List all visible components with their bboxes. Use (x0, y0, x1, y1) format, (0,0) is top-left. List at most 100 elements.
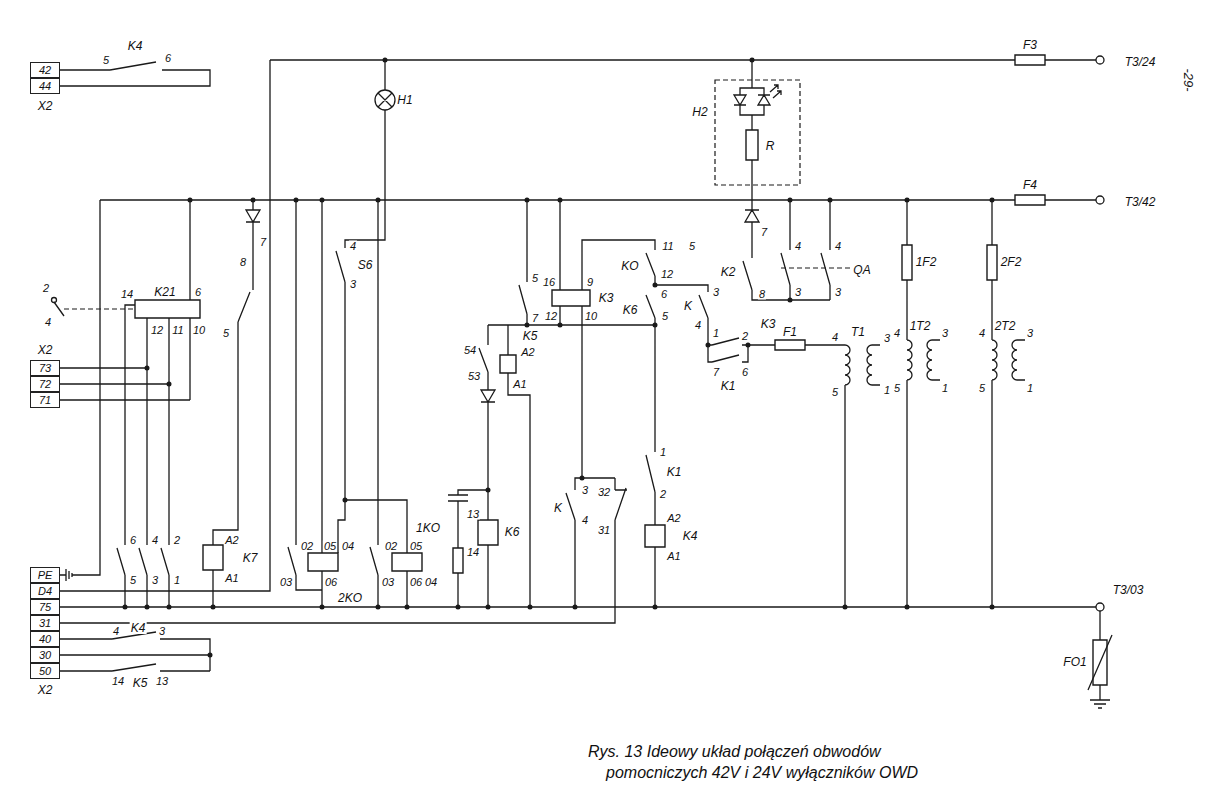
schematic-label: 1 (1026, 383, 1034, 394)
schematic-label: H1 (396, 94, 413, 106)
schematic-label: 5 (129, 575, 137, 586)
schematic-label: 4 (581, 515, 589, 526)
schematic-label: 03 (381, 577, 395, 588)
schematic-label: 1F2 (915, 256, 938, 268)
terminal-number: 30 (39, 650, 51, 661)
terminal-number: 42 (39, 65, 51, 76)
schematic-label: 4 (834, 241, 842, 252)
schematic-label: 6 (660, 289, 668, 300)
schematic-label: 10 (584, 311, 598, 322)
schematic-label: 5 (978, 383, 986, 394)
schematic-label: 7 (760, 227, 768, 238)
schematic-label: 8 (758, 289, 766, 300)
schematic-label: A2 (666, 513, 681, 524)
schematic-label: 1 (659, 447, 667, 458)
schematic-label: K5 (132, 677, 149, 689)
schematic-label: 2 (42, 283, 50, 294)
terminal-box: 30 (30, 647, 60, 663)
terminal-box: D4 (30, 583, 60, 599)
schematic-label: 1T2 (909, 320, 932, 332)
schematic-label: 03 (279, 577, 293, 588)
schematic-label: 5 (222, 328, 230, 339)
schematic-label: T1 (850, 326, 866, 338)
schematic-label: S6 (357, 259, 374, 271)
schematic-label: 3 (712, 287, 720, 298)
schematic-label: 5 (688, 241, 696, 252)
schematic-label: 1 (883, 385, 891, 396)
schematic-label: 04 (341, 541, 355, 552)
schematic-label: 13 (466, 509, 480, 520)
schematic-label: 05 (409, 541, 423, 552)
terminal-number: D4 (38, 586, 52, 597)
schematic-label: R (765, 140, 776, 152)
schematic-label: X2 (37, 684, 54, 696)
schematic-label: FO1 (1062, 656, 1087, 668)
terminal-number: 40 (39, 634, 51, 645)
circles (52, 56, 1105, 611)
schematic-label: 5 (831, 387, 839, 398)
component-boxes (135, 55, 1107, 685)
schematic-label: K5 (522, 330, 539, 342)
schematic-label: 14 (120, 289, 134, 300)
schematic-label: H2 (691, 106, 708, 118)
schematic-label: 6 (194, 287, 202, 298)
schematic-label: 8 (239, 257, 247, 268)
terminal-number: PE (38, 570, 53, 581)
schematic-label: 31 (597, 525, 611, 536)
schematic-label: 53 (467, 371, 481, 382)
schematic-label: 2KO (337, 592, 363, 604)
schematic-label: 4 (831, 332, 839, 343)
junction-dots (123, 58, 995, 658)
terminal-number: 31 (39, 618, 51, 629)
schematic-label: 3 (794, 287, 802, 298)
schematic-label: KO (620, 260, 639, 272)
schematic-label: 1 (173, 575, 181, 586)
schematic-label: F4 (1022, 179, 1038, 191)
schematic-label: 06 (324, 577, 338, 588)
schematic-label: 12 (150, 325, 164, 336)
terminal-box: 75 (30, 599, 60, 615)
schematic-label: 3 (883, 333, 891, 344)
schematic-label: 12 (660, 269, 674, 280)
schematic-label: 11 (661, 241, 674, 252)
schematic-label: K (553, 502, 563, 514)
terminal-box: 40 (30, 631, 60, 647)
schematic-label: 7 (531, 313, 539, 324)
schematic-label: 12 (544, 311, 558, 322)
dashed-links (64, 80, 850, 309)
schematic-label: 3 (834, 287, 842, 298)
schematic-label: T3/24 (1124, 56, 1157, 68)
terminal-number: 44 (39, 81, 51, 92)
schematic-label: A2 (520, 347, 535, 358)
terminal-box: 73 (30, 360, 60, 376)
schematic-label: K (683, 300, 693, 312)
schematic-label: 54 (463, 345, 477, 356)
schematic-label: 2 (741, 331, 749, 342)
schematic-label: K4 (682, 530, 699, 542)
terminal-box: 50 (30, 663, 60, 679)
schematic-label: 14 (466, 547, 480, 558)
schematic-label: -29- (1182, 67, 1195, 92)
schematic-label: 7 (712, 367, 720, 378)
schematic-label: 13 (155, 676, 169, 687)
schematic-label: F1 (782, 326, 798, 338)
schematic-label: 3 (158, 626, 166, 637)
schematic-label: 3 (151, 575, 159, 586)
schematic-label: 2 (659, 489, 667, 500)
schematic-label: 1 (712, 328, 720, 339)
terminal-number: 50 (39, 666, 51, 677)
schematic-label: 1 (941, 383, 949, 394)
terminal-box: 71 (30, 392, 60, 408)
schematic-label: 11 (171, 325, 184, 336)
schematic-label: K4 (127, 40, 144, 52)
schematic-label: K6 (504, 526, 521, 538)
terminal-number: 75 (39, 602, 51, 613)
schematic-label: K6 (622, 304, 639, 316)
wires (54, 60, 1112, 708)
terminal-box: 72 (30, 376, 60, 392)
schematic-label: 5 (893, 383, 901, 394)
schematic-label: 32 (597, 487, 611, 498)
terminal-number: 72 (39, 379, 51, 390)
schematic-label: F3 (1022, 39, 1038, 51)
